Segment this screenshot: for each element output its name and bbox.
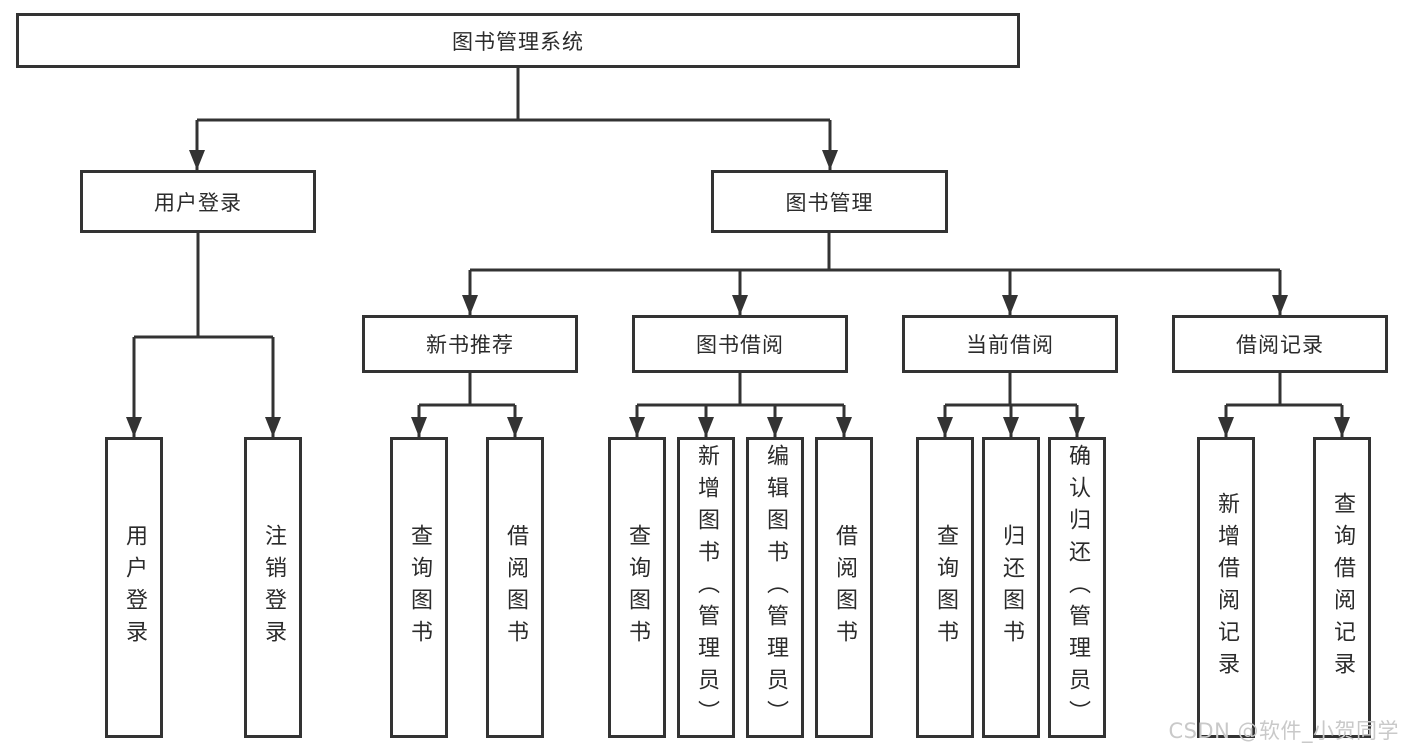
node-library-system: 图书管理系统 [16,13,1020,68]
leaf-query-books-current: 查询图书 [916,437,974,738]
leaf-edit-book-admin: 编辑图书（管理员） [746,437,804,738]
leaf-add-book-admin: 新增图书（管理员） [677,437,735,738]
node-book-borrow: 图书借阅 [632,315,848,373]
leaf-logout: 注销登录 [244,437,302,738]
leaf-borrow-books-recommend: 借阅图书 [486,437,544,738]
node-current-borrow: 当前借阅 [902,315,1118,373]
leaf-add-borrow-record: 新增借阅记录 [1197,437,1255,738]
leaf-return-book: 归还图书 [982,437,1040,738]
node-borrow-records: 借阅记录 [1172,315,1388,373]
leaf-query-books-recommend: 查询图书 [390,437,448,738]
node-book-management: 图书管理 [711,170,948,233]
leaf-query-borrow-record: 查询借阅记录 [1313,437,1371,738]
leaf-borrow-books: 借阅图书 [815,437,873,738]
leaf-confirm-return-admin: 确认归还（管理员） [1048,437,1106,738]
watermark: CSDN @软件_小贺同学 [1168,719,1399,743]
leaf-user-login: 用户登录 [105,437,163,738]
node-user-login: 用户登录 [80,170,316,233]
leaf-query-books-borrow: 查询图书 [608,437,666,738]
node-new-book-recommend: 新书推荐 [362,315,578,373]
